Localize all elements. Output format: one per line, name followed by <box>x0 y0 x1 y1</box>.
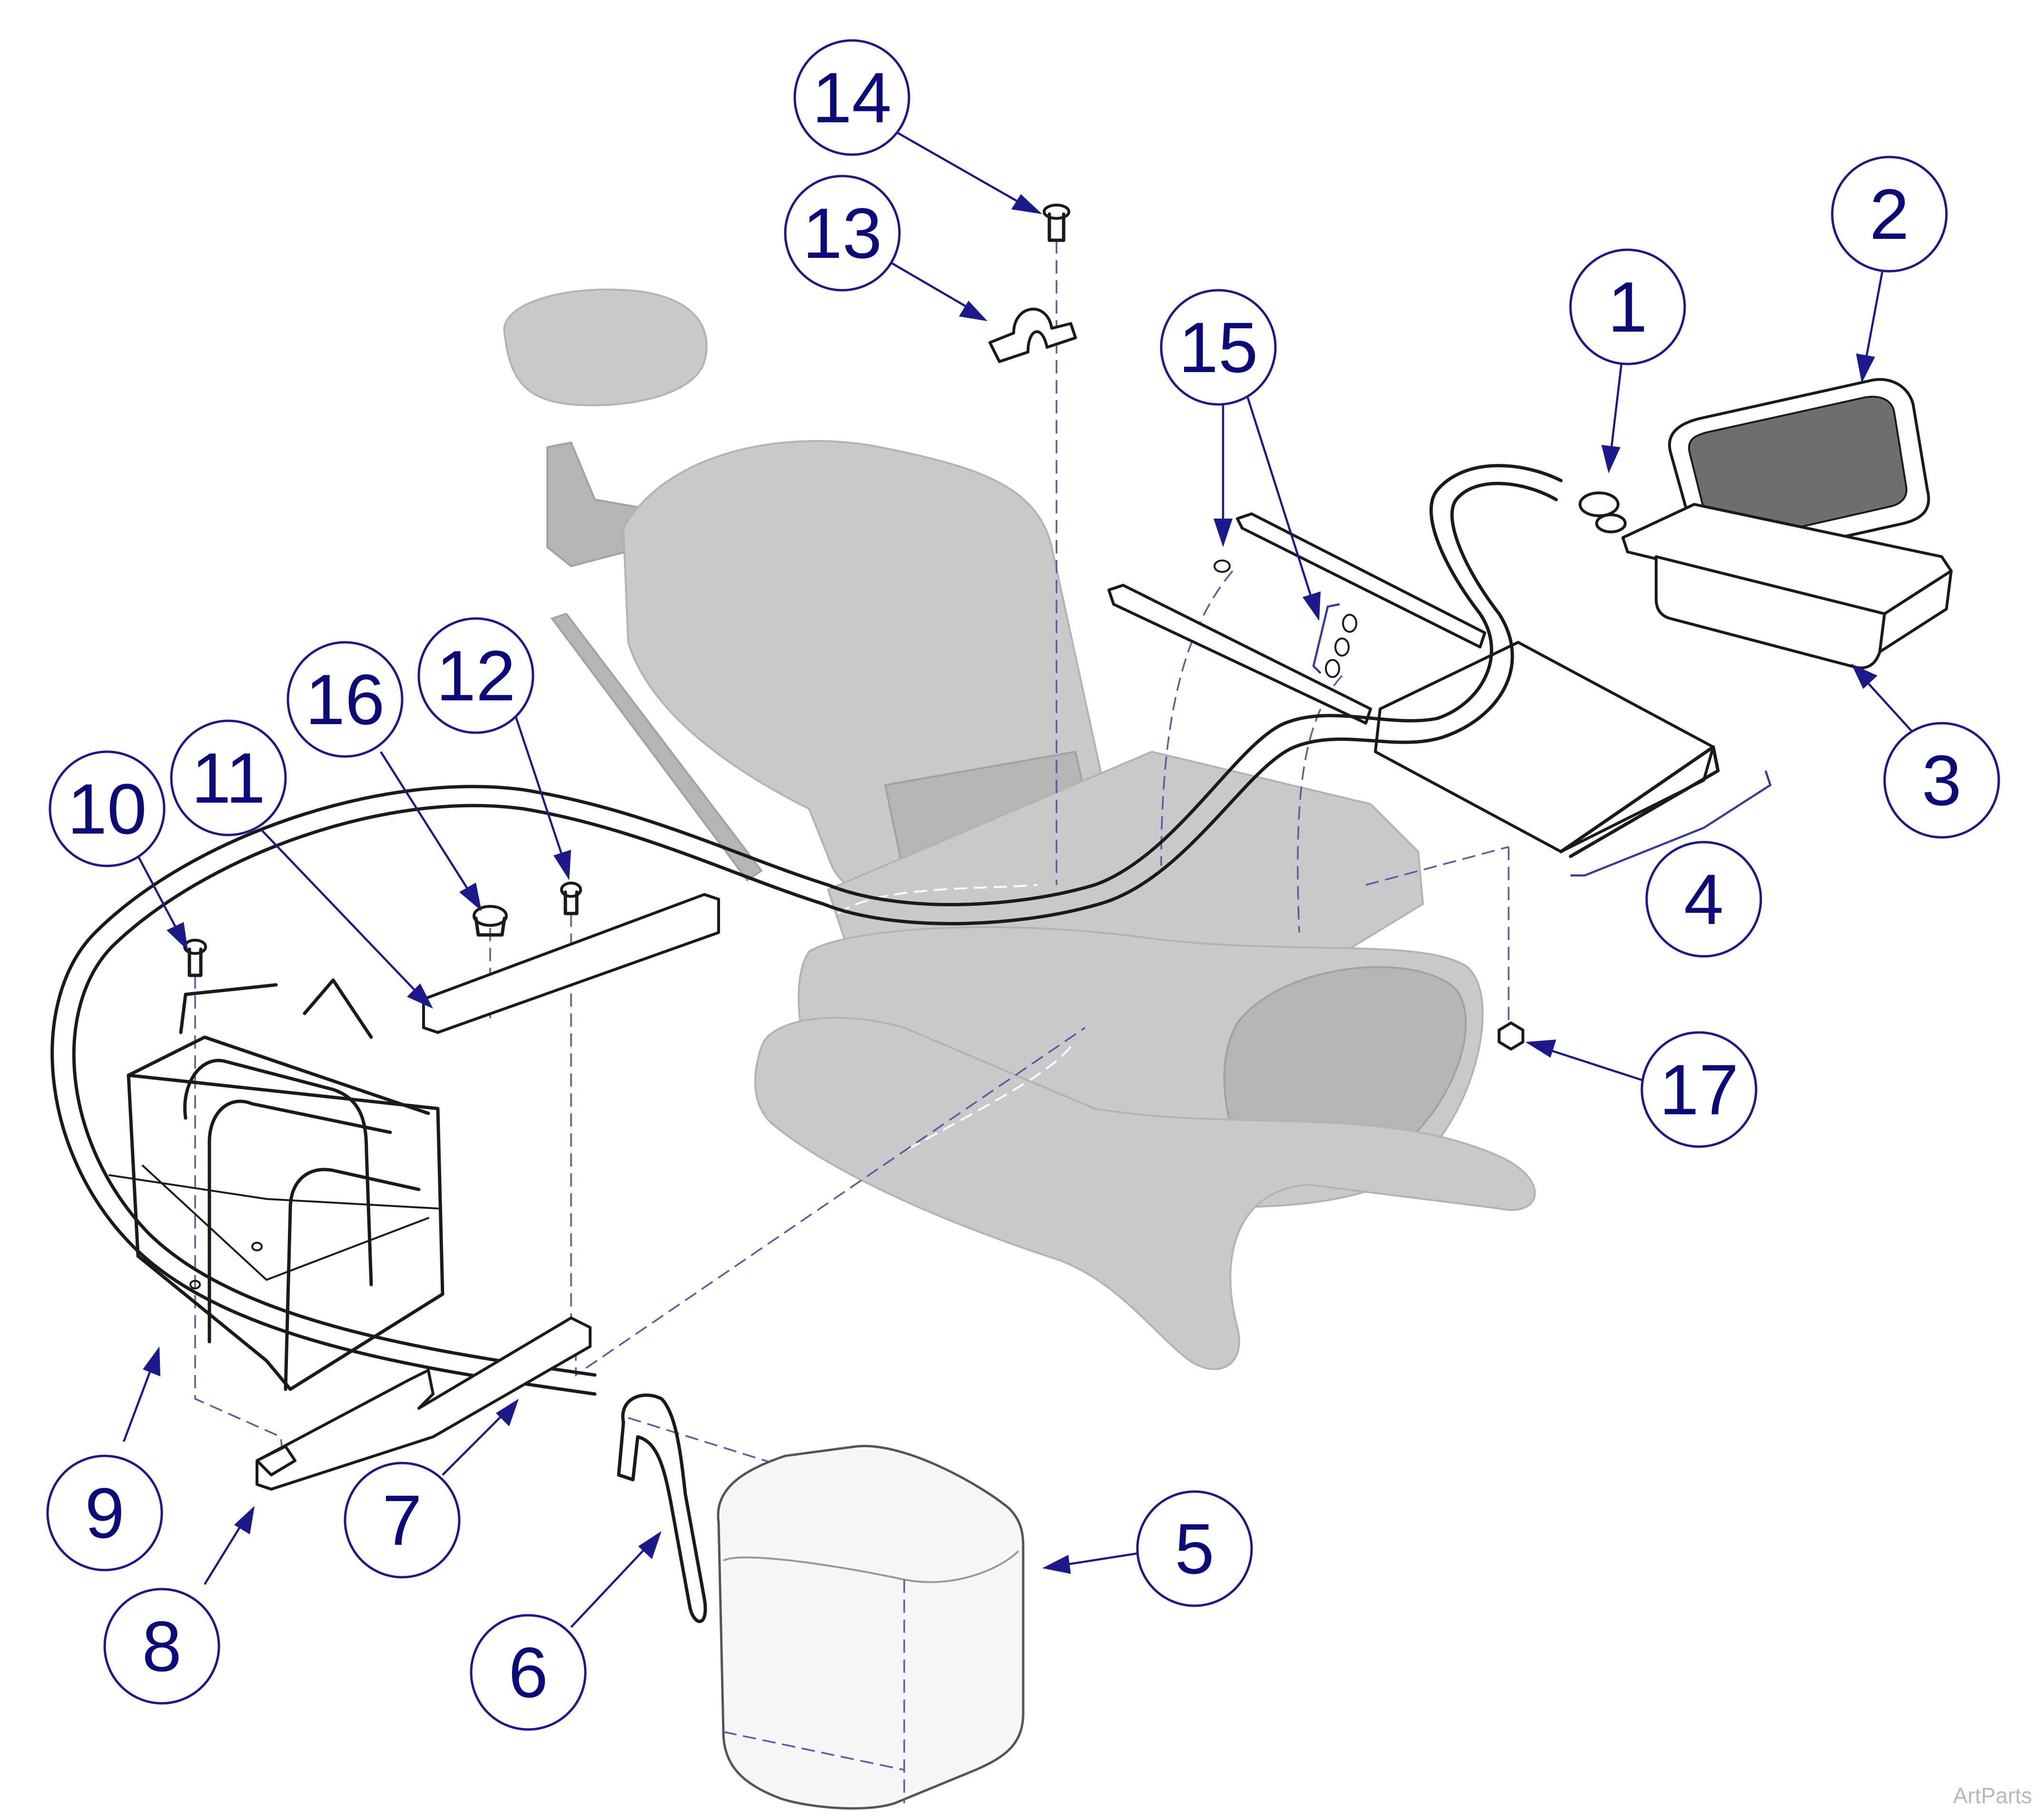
callout-12-label: 12 <box>436 636 516 716</box>
bracket-part-4 <box>1570 770 1772 877</box>
wire-basket-9 <box>109 978 444 1391</box>
plug-16 <box>473 905 508 937</box>
callout-7: 7 <box>344 1462 461 1579</box>
callout-4-label: 4 <box>1684 859 1723 939</box>
container-box-5 <box>717 1444 1025 1810</box>
callout-10: 10 <box>49 750 166 867</box>
callout-6-label: 6 <box>508 1632 548 1712</box>
leader-lines <box>122 128 1914 1628</box>
callout-11-label: 11 <box>191 738 266 818</box>
callout-15: 15 <box>1160 289 1277 406</box>
callout-17: 17 <box>1640 1031 1758 1148</box>
callout-3: 3 <box>1883 722 2000 839</box>
mounting-plate-7 <box>256 1316 592 1491</box>
washers-15 <box>1214 560 1357 678</box>
artparts-watermark: ArtParts <box>1953 1783 2032 1808</box>
chair-arm-bar <box>550 612 763 882</box>
callout-6: 6 <box>470 1614 587 1731</box>
callout-8: 8 <box>103 1588 220 1705</box>
callout-2-label: 2 <box>1869 174 1909 254</box>
callout-16: 16 <box>286 641 404 758</box>
vacuum-hose <box>50 464 1563 1396</box>
callout-8-label: 8 <box>142 1606 181 1686</box>
screw-14 <box>1043 204 1070 242</box>
hose-clamp-1 <box>1579 491 1627 533</box>
hanger-hook-6 <box>617 1393 707 1623</box>
callout-1-label: 1 <box>1608 267 1647 347</box>
dash-hook-box <box>628 1417 781 1466</box>
angle-bar-11 <box>422 893 720 1034</box>
callout-14: 14 <box>793 39 910 156</box>
nut-17 <box>1498 1021 1524 1051</box>
tray-bracket-4 <box>1374 641 1715 853</box>
callout-17-label: 17 <box>1659 1050 1739 1129</box>
dash-washer-15a <box>1160 570 1234 866</box>
callout-2: 2 <box>1831 156 1948 273</box>
callout-9-label: 9 <box>85 1473 124 1553</box>
rail-left <box>1107 584 1372 725</box>
plate-foot-8 <box>256 1445 296 1476</box>
bolt-12 <box>560 882 582 915</box>
callout-5-label: 5 <box>1175 1509 1214 1589</box>
callout-5: 5 <box>1136 1490 1253 1607</box>
callout-13-label: 13 <box>803 193 882 273</box>
callout-10-label: 10 <box>68 769 147 849</box>
callout-3-label: 3 <box>1922 740 1961 820</box>
callout-14-label: 14 <box>812 58 892 138</box>
chair-cable-highlight <box>837 884 1072 1152</box>
parts <box>50 204 1953 1810</box>
screw-10 <box>183 939 207 977</box>
callout-1: 1 <box>1569 248 1686 365</box>
clamp-13 <box>988 307 1077 363</box>
callout-11: 11 <box>170 719 287 836</box>
dental-chair-background <box>503 288 1536 1370</box>
chair-headrest <box>503 288 708 406</box>
dash-plate-chair <box>575 1027 1086 1377</box>
callout-9: 9 <box>46 1454 163 1571</box>
vacuum-hose-inner <box>72 481 1558 1377</box>
callout-13: 13 <box>784 175 901 292</box>
tray-pan-3 <box>1621 503 1953 669</box>
callout-16-label: 16 <box>306 659 385 739</box>
bracket-part-15 <box>1312 603 1340 674</box>
tray-bracket-4-lip <box>1559 745 1720 858</box>
chair-base <box>754 1017 1536 1370</box>
callout-4: 4 <box>1645 841 1762 958</box>
dash-rail-nut <box>1365 846 1509 886</box>
rail-right <box>1236 512 1486 648</box>
callout-12: 12 <box>417 617 534 734</box>
callout-15-label: 15 <box>1179 307 1258 387</box>
callout-7-label: 7 <box>382 1480 422 1560</box>
